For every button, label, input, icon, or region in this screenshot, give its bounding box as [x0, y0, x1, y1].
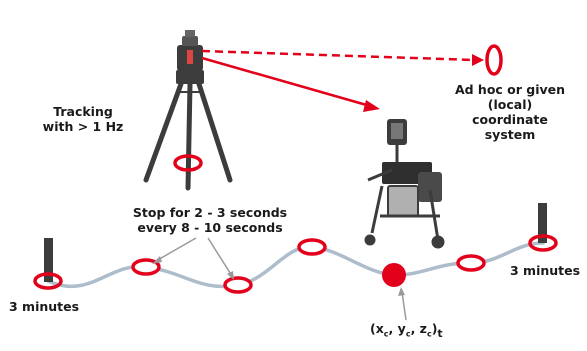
- stop-pointer-arrows: [152, 237, 234, 280]
- position-pointer-arrow: [398, 287, 407, 321]
- stop-marker-ring: [456, 254, 486, 272]
- survey-pole-icon: [538, 203, 547, 243]
- reference-arrowhead: [472, 54, 484, 66]
- coordinate-system-label: Ad hoc or given (local) coordinate syste…: [454, 82, 566, 142]
- coordinate-system-ring-icon: [485, 44, 503, 76]
- end-wait-label: 3 minutes: [510, 263, 581, 278]
- stop-marker-ring: [297, 238, 327, 256]
- tracking-label: Tracking with > 1 Hz: [42, 104, 124, 134]
- start-marker-ring: [33, 272, 63, 290]
- stop-marker-ring: [223, 276, 253, 294]
- start-wait-label: 3 minutes: [9, 299, 80, 314]
- marker-ring-icon: [173, 154, 203, 172]
- total-station-icon: [177, 30, 203, 71]
- survey-cart-icon: [364, 119, 445, 249]
- end-marker-ring: [528, 234, 558, 252]
- tracking-arrowhead: [363, 100, 380, 112]
- reference-dashed-line: [201, 49, 476, 62]
- survey-pole-icon: [44, 238, 53, 282]
- tracking-arrow-line: [201, 56, 371, 108]
- stop-rule-label: Stop for 2 - 3 seconds every 8 - 10 seco…: [132, 205, 288, 235]
- position-coordinate-label: (xc, yc, zc)t: [370, 321, 443, 340]
- current-position-dot: [382, 263, 406, 287]
